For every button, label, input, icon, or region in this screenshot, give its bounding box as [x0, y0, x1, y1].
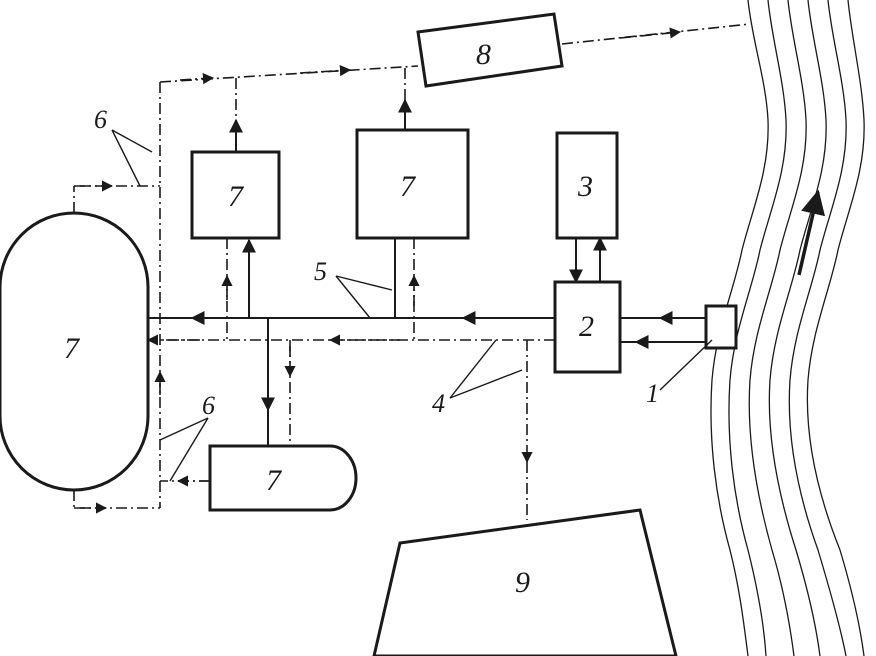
label-solid-pipe: 5: [314, 257, 327, 286]
leader-lines: [111, 129, 713, 482]
label-facility-8: 8: [476, 38, 491, 71]
label-intake: 1: [646, 379, 659, 408]
solid-main-line: [148, 98, 706, 446]
label-return-pipe-bottom: 6: [202, 391, 215, 420]
treatment-2: [553, 280, 622, 374]
consumer-7-large-top: [355, 128, 470, 240]
consumer-7-small-top: [190, 150, 281, 240]
label-consumer-small-top: 7: [228, 180, 245, 213]
label-return-pipe-top: 6: [94, 105, 107, 134]
consumer-7-large-left: [0, 211, 150, 492]
dashdot-lines: [73, 23, 751, 520]
label-consumer-large-left: 7: [64, 332, 81, 365]
label-dashdot-pipe: 4: [432, 389, 445, 418]
label-storage: 3: [577, 170, 593, 203]
river: [710, 0, 865, 656]
label-facility-9: 9: [515, 566, 530, 599]
flow-direction-arrow: [797, 189, 826, 276]
consumer-7-bottom: [208, 444, 358, 512]
label-consumer-large-top: 7: [400, 170, 417, 203]
label-treatment: 2: [579, 310, 594, 343]
facility-9: [372, 508, 678, 656]
storage-3: [555, 131, 619, 240]
facility-8: [416, 12, 564, 88]
label-consumer-bottom: 7: [266, 464, 283, 497]
